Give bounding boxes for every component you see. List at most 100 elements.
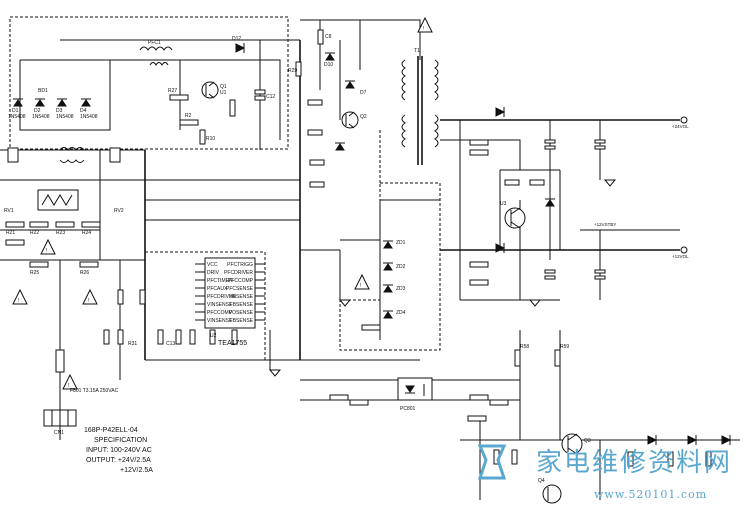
spec-output-24v: OUTPUT: +24V/2.5A bbox=[86, 457, 151, 464]
ic-pin-right: FBSENSE bbox=[230, 318, 254, 324]
output-24v-terminal bbox=[680, 116, 688, 124]
warning-symbols: ! ! ! ! ! ! bbox=[12, 16, 433, 390]
svg-text:1N5408: 1N5408 bbox=[32, 114, 50, 120]
svg-text:R27: R27 bbox=[168, 88, 177, 94]
bulk-cap-label: C12 bbox=[266, 94, 275, 100]
q4-label: Q4 bbox=[538, 478, 545, 484]
optocoupler bbox=[397, 377, 433, 401]
spec-output-12v: +12V/2.5A bbox=[120, 467, 153, 474]
svg-text:R23: R23 bbox=[56, 230, 65, 236]
svg-text:C8: C8 bbox=[325, 34, 332, 40]
svg-text:R26: R26 bbox=[80, 270, 89, 276]
svg-text:R25: R25 bbox=[30, 270, 39, 276]
svg-text:D10: D10 bbox=[324, 62, 333, 68]
svg-text:R59: R59 bbox=[560, 344, 569, 350]
svg-text:R21: R21 bbox=[6, 230, 15, 236]
u1-label: U1 bbox=[220, 90, 227, 96]
svg-text:ZD4: ZD4 bbox=[396, 310, 406, 316]
pfc-mosfet bbox=[201, 81, 219, 99]
ic-pin-left: VCC bbox=[207, 262, 218, 268]
zener-chain bbox=[383, 240, 393, 319]
ic-pin-left: DRIV bbox=[207, 270, 220, 276]
transformer-label: T1 bbox=[414, 48, 420, 54]
svg-text:!: ! bbox=[88, 298, 89, 304]
regulator-label: U3 bbox=[500, 201, 507, 207]
spec-heading: SPECIFICATION bbox=[94, 437, 148, 444]
ic-pin-right: PFCTRIGG bbox=[227, 262, 253, 268]
ic-ref-label: U2 bbox=[210, 333, 217, 339]
ic-pin-left: VINSENSE bbox=[207, 318, 233, 324]
watermark: 家电维修资料网 www.520101.com bbox=[477, 438, 750, 520]
board-id: 168P-P42ELL-04 bbox=[84, 427, 138, 434]
svg-text:RV2: RV2 bbox=[114, 208, 124, 214]
svg-text:R31: R31 bbox=[128, 341, 137, 347]
main-transformer bbox=[401, 56, 439, 165]
pfc-block-boundary bbox=[9, 16, 289, 150]
svg-text:R10: R10 bbox=[206, 136, 215, 142]
svg-text:!: ! bbox=[68, 383, 69, 389]
svg-text:R22: R22 bbox=[30, 230, 39, 236]
input-fuse bbox=[55, 349, 65, 373]
ic-name-label: TEA1755 bbox=[218, 340, 247, 347]
ic-pin-right: VOSENSE bbox=[229, 310, 254, 316]
svg-text:!: ! bbox=[423, 26, 424, 32]
svg-text:1N5408: 1N5408 bbox=[80, 114, 98, 120]
fuse-label: F801 T3.15A 250VAC bbox=[70, 388, 119, 394]
ic-pin-right: PFCCOMP bbox=[228, 278, 254, 284]
ic-pin-right: HBSENSE bbox=[229, 294, 254, 300]
svg-text:D3: D3 bbox=[56, 108, 63, 114]
svg-text:R58: R58 bbox=[520, 344, 529, 350]
ic-pin-right: PFCDRIVER bbox=[224, 270, 253, 276]
controller-ic bbox=[204, 257, 256, 329]
svg-text:D1: D1 bbox=[12, 108, 19, 114]
spec-input: INPUT: 100-240V AC bbox=[86, 447, 152, 454]
ic-pins-left: VCCDRIVPFCTIMERPFCAUXPFCDRIVERVINSENSEPF… bbox=[195, 262, 236, 324]
ic-pin-left: PFCDRIVER bbox=[207, 294, 236, 300]
q3-label: Q3 bbox=[584, 438, 591, 444]
main-fet-label: Q2 bbox=[360, 114, 367, 120]
bridge-rectifier bbox=[13, 98, 91, 107]
pfc-fet-label: Q1 bbox=[220, 84, 227, 90]
ic-pin-left: PFCAUX bbox=[207, 286, 228, 292]
connector-label: CN1 bbox=[54, 430, 64, 436]
watermark-cn: 家电维修资料网 bbox=[536, 448, 733, 478]
standby-label: +12VSTBY bbox=[594, 222, 616, 227]
svg-text:1N5408: 1N5408 bbox=[56, 114, 74, 120]
q3-transistor bbox=[561, 433, 583, 455]
svg-text:ZD1: ZD1 bbox=[396, 240, 406, 246]
ground-symbols bbox=[268, 179, 617, 377]
ic-pin-right: FBSENSE bbox=[230, 302, 254, 308]
output-12v-terminal bbox=[680, 246, 688, 254]
svg-text:D12: D12 bbox=[232, 36, 241, 42]
svg-text:ZD2: ZD2 bbox=[396, 264, 406, 270]
svg-text:ZD3: ZD3 bbox=[396, 286, 406, 292]
svg-text:!: ! bbox=[46, 248, 47, 254]
emi-filter bbox=[7, 147, 121, 211]
svg-text:C13: C13 bbox=[166, 341, 175, 347]
ic-pin-right: PFCSENSE bbox=[226, 286, 254, 292]
svg-text:!: ! bbox=[360, 283, 361, 289]
bridge-label: BD1 bbox=[38, 88, 48, 94]
svg-text:R2: R2 bbox=[185, 113, 192, 119]
ic-pin-left: PFCCOMP bbox=[207, 310, 233, 316]
svg-text:R29: R29 bbox=[288, 68, 297, 74]
opto-label: PC801 bbox=[400, 406, 416, 412]
watermark-logo-icon bbox=[477, 444, 507, 480]
svg-text:D4: D4 bbox=[80, 108, 87, 114]
svg-text:RV1: RV1 bbox=[4, 208, 14, 214]
regulator-transistor bbox=[504, 207, 526, 229]
pfc-inductor bbox=[139, 46, 173, 51]
svg-text:D7: D7 bbox=[360, 90, 367, 96]
pfc-inductor-label: PFC1 bbox=[148, 40, 161, 46]
watermark-url: www.520101.com bbox=[594, 488, 708, 501]
svg-text:D2: D2 bbox=[34, 108, 41, 114]
ic-pins-right: PFCTRIGG PFCDRIVER PFCCOMP PFCSENSE HBSENSE F… bbox=[224, 262, 265, 324]
q4-transistor bbox=[542, 484, 562, 504]
svg-text:R24: R24 bbox=[82, 230, 91, 236]
output-24v-label: +24VOL bbox=[672, 124, 689, 129]
output-12v-label: +12VOL bbox=[672, 254, 689, 259]
svg-text:1N5408: 1N5408 bbox=[8, 114, 26, 120]
ic-pin-left: VINSENSE bbox=[207, 302, 233, 308]
